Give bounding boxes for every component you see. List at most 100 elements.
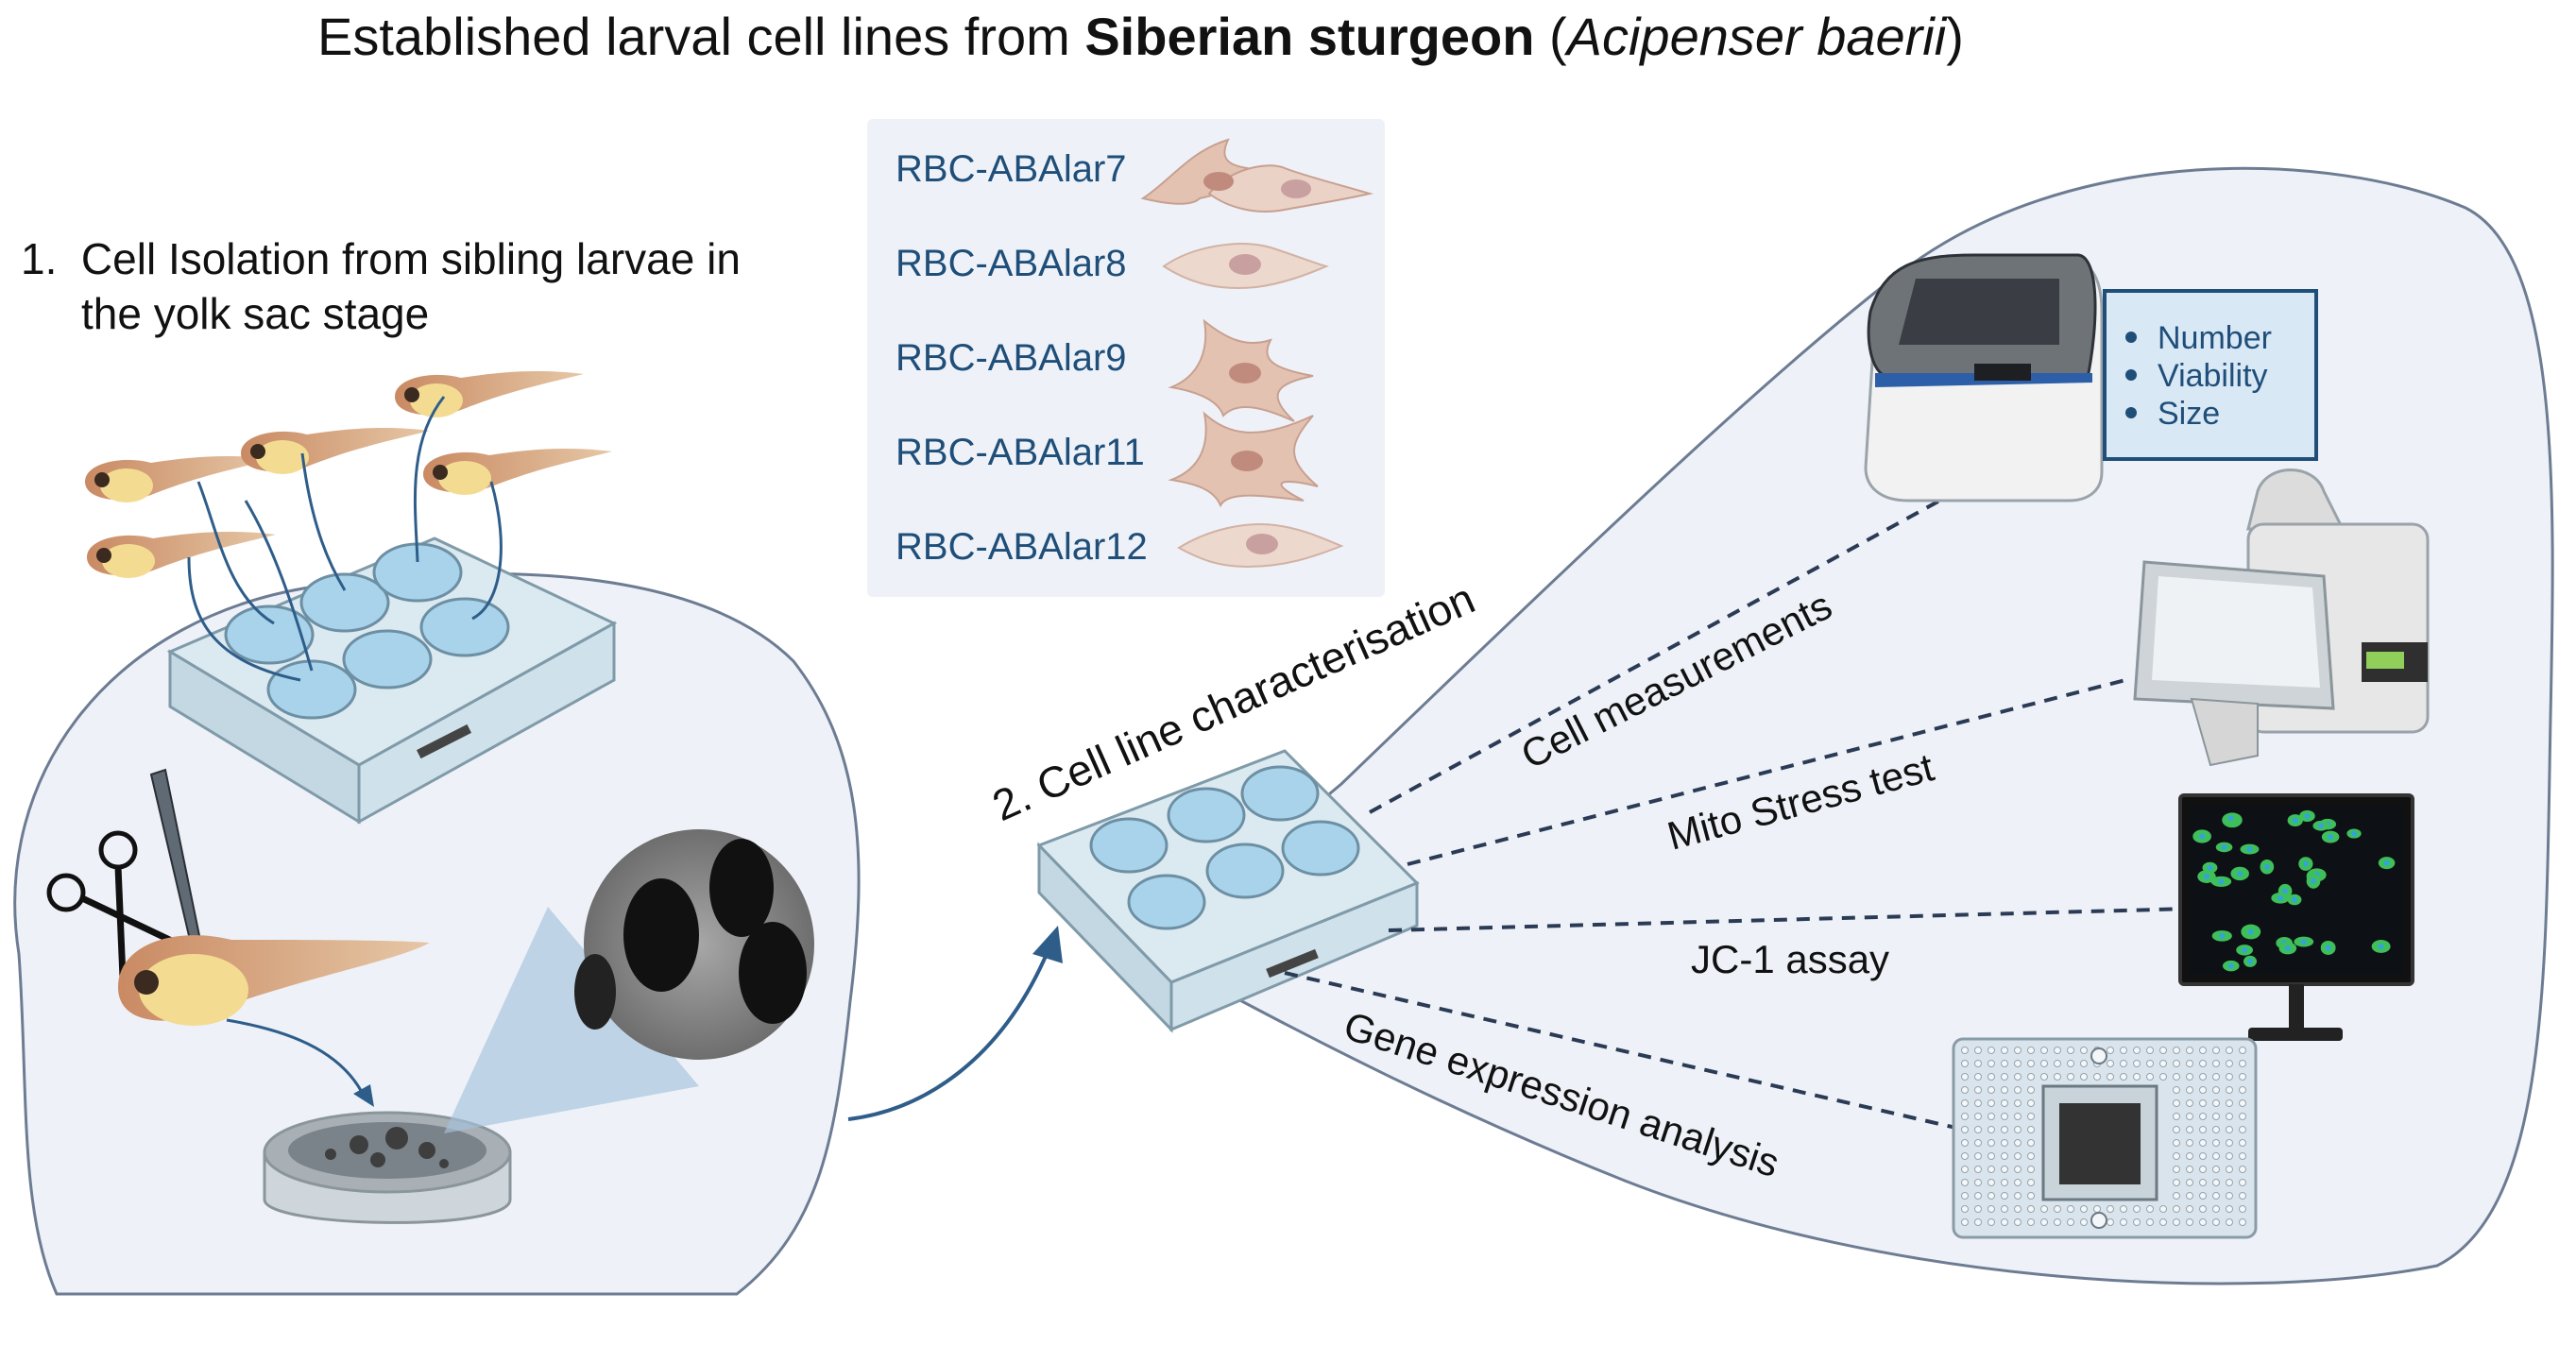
chip-well (1961, 1179, 1969, 1186)
larva-icon (395, 371, 584, 417)
chip-well (2186, 1073, 2193, 1081)
fluorescent-cell-nucleus (2378, 943, 2384, 949)
larva-to-dish-arrow (226, 1018, 366, 1097)
chip-well (2001, 1086, 2008, 1094)
chip-well (2001, 1126, 2008, 1133)
chip-well (2001, 1060, 2008, 1067)
chip-well (2212, 1060, 2220, 1067)
fluorescent-cell-nucleus (2263, 863, 2270, 870)
chip-well (2027, 1152, 2035, 1160)
chip-well (2080, 1205, 2088, 1213)
cell-icon-5 (1177, 523, 1344, 569)
chip-well (2133, 1205, 2141, 1213)
chip-well (1987, 1086, 1995, 1094)
chip-well (1974, 1139, 1982, 1147)
chip-well (2080, 1047, 2088, 1054)
fluorescent-cell-nucleus (2227, 962, 2234, 969)
fluorescent-cell-nucleus (2300, 939, 2307, 945)
chip-well (2199, 1192, 2207, 1200)
chip-well (2014, 1192, 2022, 1200)
chip-well (1974, 1073, 1982, 1081)
chip-well (2199, 1139, 2207, 1147)
chip-well (2239, 1073, 2246, 1081)
fluorescence-monitor (2178, 793, 2414, 1041)
counter-metric-number: Number (2158, 320, 2272, 356)
chip-well (2186, 1205, 2193, 1213)
chip-well (2054, 1073, 2061, 1081)
assay-connectors (1284, 480, 2192, 1131)
chip-well (2173, 1152, 2180, 1160)
chip-well (2186, 1179, 2193, 1186)
chip-well (2199, 1205, 2207, 1213)
chip-well (2199, 1166, 2207, 1173)
isolation-to-characterisation-arrow (847, 953, 1049, 1121)
chip-well (1961, 1166, 1969, 1173)
counter-metrics-list: Number Viability Size (2125, 320, 2272, 432)
chip-well (1961, 1086, 1969, 1094)
chip-well (2226, 1139, 2233, 1147)
chip-well (2027, 1192, 2035, 1200)
counter-metric-viability: Viability (2158, 358, 2268, 394)
chip-well (2212, 1047, 2220, 1054)
chip-well (2186, 1099, 2193, 1107)
chip-well (2226, 1113, 2233, 1120)
chip-well (2014, 1166, 2022, 1173)
chip-well (1974, 1152, 1982, 1160)
cell-icon-2 (1162, 243, 1330, 290)
cell-line-label-4: RBC-ABAlar11 (896, 432, 1145, 473)
chip-well (2107, 1073, 2114, 1081)
chip-well (2040, 1073, 2048, 1081)
chip-well (2159, 1073, 2167, 1081)
chip-well (2212, 1086, 2220, 1094)
chip-well (2067, 1218, 2074, 1226)
larva-to-well-arrows (187, 396, 503, 682)
chip-well (2239, 1126, 2246, 1133)
chip-well (2027, 1139, 2035, 1147)
chip-well (1987, 1152, 1995, 1160)
chip-well (2027, 1218, 2035, 1226)
connector-cell-measurements (1369, 480, 1975, 814)
chip-well (2239, 1099, 2246, 1107)
fluorescent-cell-nucleus (2227, 815, 2234, 822)
chip-well (2120, 1060, 2127, 1067)
chip-well (2146, 1060, 2154, 1067)
fluorescent-cell-nucleus (2292, 817, 2298, 824)
chip-well (2186, 1166, 2193, 1173)
fluorescent-cell-nucleus (2351, 830, 2358, 837)
chip-well (2212, 1179, 2220, 1186)
chip-well (2186, 1113, 2193, 1120)
chip-well (1961, 1218, 1969, 1226)
chip-well (1974, 1218, 1982, 1226)
chip-well (1987, 1113, 1995, 1120)
chip-well (1987, 1126, 1995, 1133)
chip-well (2239, 1086, 2246, 1094)
bullet-icon (2125, 369, 2137, 381)
chip-well (2173, 1126, 2180, 1133)
chip-well (2001, 1192, 2008, 1200)
chip-well (2014, 1218, 2022, 1226)
fluorescent-cell-nucleus (2242, 946, 2248, 953)
chip-well (1961, 1192, 1969, 1200)
chip-well (2080, 1218, 2088, 1226)
chip-well (2239, 1192, 2246, 1200)
cell-icon-3 (1168, 318, 1314, 422)
chip-well (2186, 1126, 2193, 1133)
chip-well (2212, 1099, 2220, 1107)
chip-well (1974, 1086, 1982, 1094)
chip-well (2093, 1205, 2101, 1213)
chip-well (2186, 1086, 2193, 1094)
chip-well (2120, 1205, 2127, 1213)
chip-well (2226, 1166, 2233, 1173)
chip-well (1974, 1060, 1982, 1067)
chip-well (1974, 1192, 1982, 1200)
chip-well (2146, 1218, 2154, 1226)
chip-well (2239, 1113, 2246, 1120)
chip-well (2226, 1047, 2233, 1054)
chip-well (2212, 1218, 2220, 1226)
fluorescent-cell-nucleus (2221, 843, 2227, 850)
fluorescent-cell-nucleus (2302, 860, 2309, 867)
chip-well (2186, 1152, 2193, 1160)
chip-well (2239, 1047, 2246, 1054)
chip-well (2173, 1086, 2180, 1094)
